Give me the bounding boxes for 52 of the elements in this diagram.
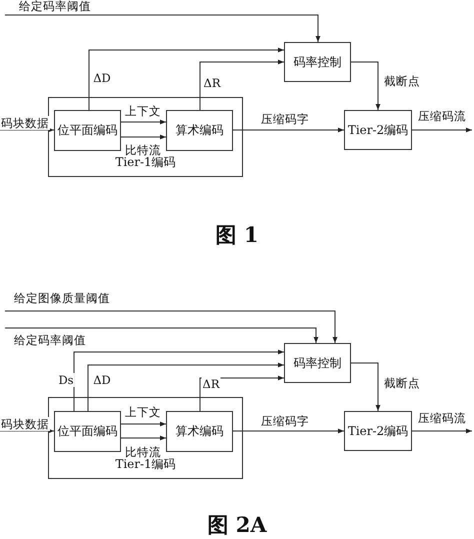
process-box: 码率控制 [284, 343, 351, 383]
arrow [4, 328, 318, 344]
process-box: 位平面编码 [54, 411, 121, 452]
edge-label: 码块数据 [0, 417, 50, 431]
edge-label: 压缩码流 [417, 109, 467, 123]
process-box: 算术编码 [166, 411, 233, 452]
arrow [74, 350, 284, 412]
arrow [232, 128, 344, 132]
arrow [4, 310, 338, 344]
edge-label: 给定码率阈值 [18, 0, 92, 13]
edge-label: 截断点 [383, 74, 421, 88]
figure-caption: 图 1 [216, 221, 258, 249]
edge-label: 压缩码字 [260, 112, 310, 126]
edge-label: 上下文 [124, 104, 162, 118]
arrow [4, 14, 320, 42]
figure-caption: 图 2A [207, 511, 267, 539]
arrow [88, 48, 284, 110]
edge-label: 截断点 [383, 376, 421, 390]
arrow [120, 134, 166, 140]
arrow [120, 120, 166, 124]
edge-label: ΔD [92, 373, 112, 387]
arrow [200, 60, 284, 110]
edge-label: 压缩码流 [417, 411, 467, 425]
edge-label: 比特流 [124, 143, 162, 157]
arrow [350, 362, 380, 412]
edge-label: ΔR [202, 377, 220, 391]
process-box: Tier-2编码 [344, 110, 412, 150]
edge-label: 码块数据 [0, 116, 50, 130]
edge-label: 压缩码字 [260, 414, 310, 428]
process-box: 码率控制 [284, 42, 351, 82]
group-box [48, 97, 243, 177]
process-box: 位平面编码 [54, 110, 121, 151]
arrow [232, 428, 344, 434]
process-box: 算术编码 [166, 110, 233, 151]
arrow [412, 428, 472, 434]
edge-label: 给定图像质量阈值 [13, 291, 111, 305]
arrow [412, 128, 472, 132]
edge-label: 比特流 [124, 445, 162, 459]
edge-label: ΔD [92, 71, 112, 85]
edge-label: 给定码率阈值 [13, 333, 87, 347]
arrow [88, 362, 284, 412]
group-box [48, 397, 243, 479]
arrow [350, 62, 380, 110]
arrow [120, 422, 166, 426]
process-box: Tier-2编码 [344, 411, 412, 451]
group-label: Tier-1编码 [115, 457, 176, 471]
edge-label: Ds [57, 373, 75, 387]
edge-label: ΔR [202, 76, 222, 90]
arrow [120, 436, 166, 440]
arrow [200, 376, 284, 412]
edge-label: 上下文 [124, 405, 162, 419]
group-label: Tier-1编码 [115, 155, 176, 169]
